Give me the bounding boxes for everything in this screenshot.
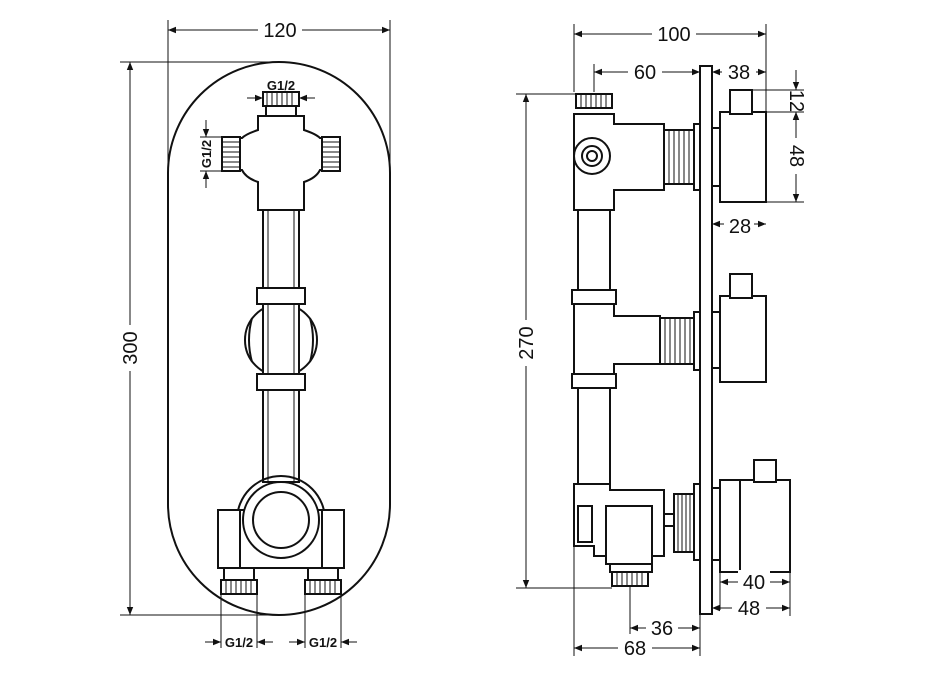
collar-lower	[256, 373, 306, 391]
side-bottom-knob	[711, 459, 791, 573]
knob-height-label: 48	[785, 145, 807, 167]
side-thread-right	[321, 136, 341, 172]
side-collar-lower	[571, 373, 617, 389]
outlet-offset-label: 36	[651, 618, 673, 640]
side-pipe-upper	[577, 209, 611, 291]
bottom-knob-width-label: 40	[743, 572, 765, 594]
side-top-body	[573, 113, 665, 211]
front-width-label: 120	[263, 20, 296, 42]
front-view: 120 300 G1/2 G1/2	[118, 18, 391, 650]
collar-upper	[256, 287, 306, 305]
cross-hub	[239, 115, 323, 211]
side-middle-knob	[711, 273, 767, 383]
side-thread-label: G1/2	[199, 140, 214, 168]
front-height-label: 300	[120, 331, 142, 364]
dimension-front-height: 300	[118, 61, 275, 616]
knob-depth-label: 38	[728, 62, 750, 84]
side-top-stem	[663, 123, 701, 191]
wall-plate	[699, 65, 713, 615]
side-bottom-thread	[611, 571, 649, 587]
dimension-front-width: 120	[167, 18, 391, 200]
top-thread-label: G1/2	[267, 78, 295, 93]
side-middle-body	[573, 303, 661, 375]
side-total-depth-label: 100	[657, 24, 690, 46]
bottom-right-thread-label: G1/2	[309, 635, 337, 650]
dimension-side-total-depth: 100	[573, 22, 767, 112]
pipe-lower	[262, 389, 300, 483]
dimension-knob-height: 48	[766, 111, 808, 203]
side-collar-upper	[571, 289, 617, 305]
bottom-mixer-block	[217, 475, 345, 569]
dimension-outlet-offset: 36	[629, 586, 700, 640]
side-view: 100 60 38 12 48	[514, 22, 808, 660]
side-bottom-body	[573, 483, 675, 573]
side-top-knob	[711, 89, 767, 203]
dimension-bottom-threads: G1/2 G1/2	[205, 594, 357, 650]
middle-valve	[244, 303, 318, 377]
body-depth-label: 68	[624, 638, 646, 660]
side-middle-stem	[659, 311, 701, 371]
dimension-side-height: 270	[514, 93, 612, 589]
knob-width-label: 28	[729, 216, 751, 238]
dimension-knob-depth: 38	[712, 60, 766, 84]
dimension-top-thread: G1/2	[247, 78, 315, 102]
side-bottom-stem	[673, 483, 701, 561]
side-thread-left	[221, 136, 241, 172]
side-body-depth-label: 60	[634, 62, 656, 84]
bottom-knob-depth-label: 48	[738, 598, 760, 620]
dimension-side-thread: G1/2	[199, 120, 222, 188]
side-height-label: 270	[516, 326, 538, 359]
bottom-thread-right	[304, 567, 342, 595]
side-pipe-lower	[577, 387, 611, 485]
dimension-side-body-depth: 60	[593, 60, 700, 92]
top-thread-connector	[262, 91, 300, 117]
dimension-bottom-knob-depth: 48	[712, 596, 790, 620]
cover-plate	[167, 61, 391, 616]
dimension-knob-width: 28	[711, 202, 766, 238]
dimension-body-depth: 68	[573, 546, 701, 660]
dimension-bottom-knob-width: 40	[719, 570, 791, 616]
knob-stem-label: 12	[785, 90, 807, 112]
bottom-thread-left	[220, 567, 258, 595]
side-top-thread	[575, 93, 613, 109]
bottom-left-thread-label: G1/2	[225, 635, 253, 650]
